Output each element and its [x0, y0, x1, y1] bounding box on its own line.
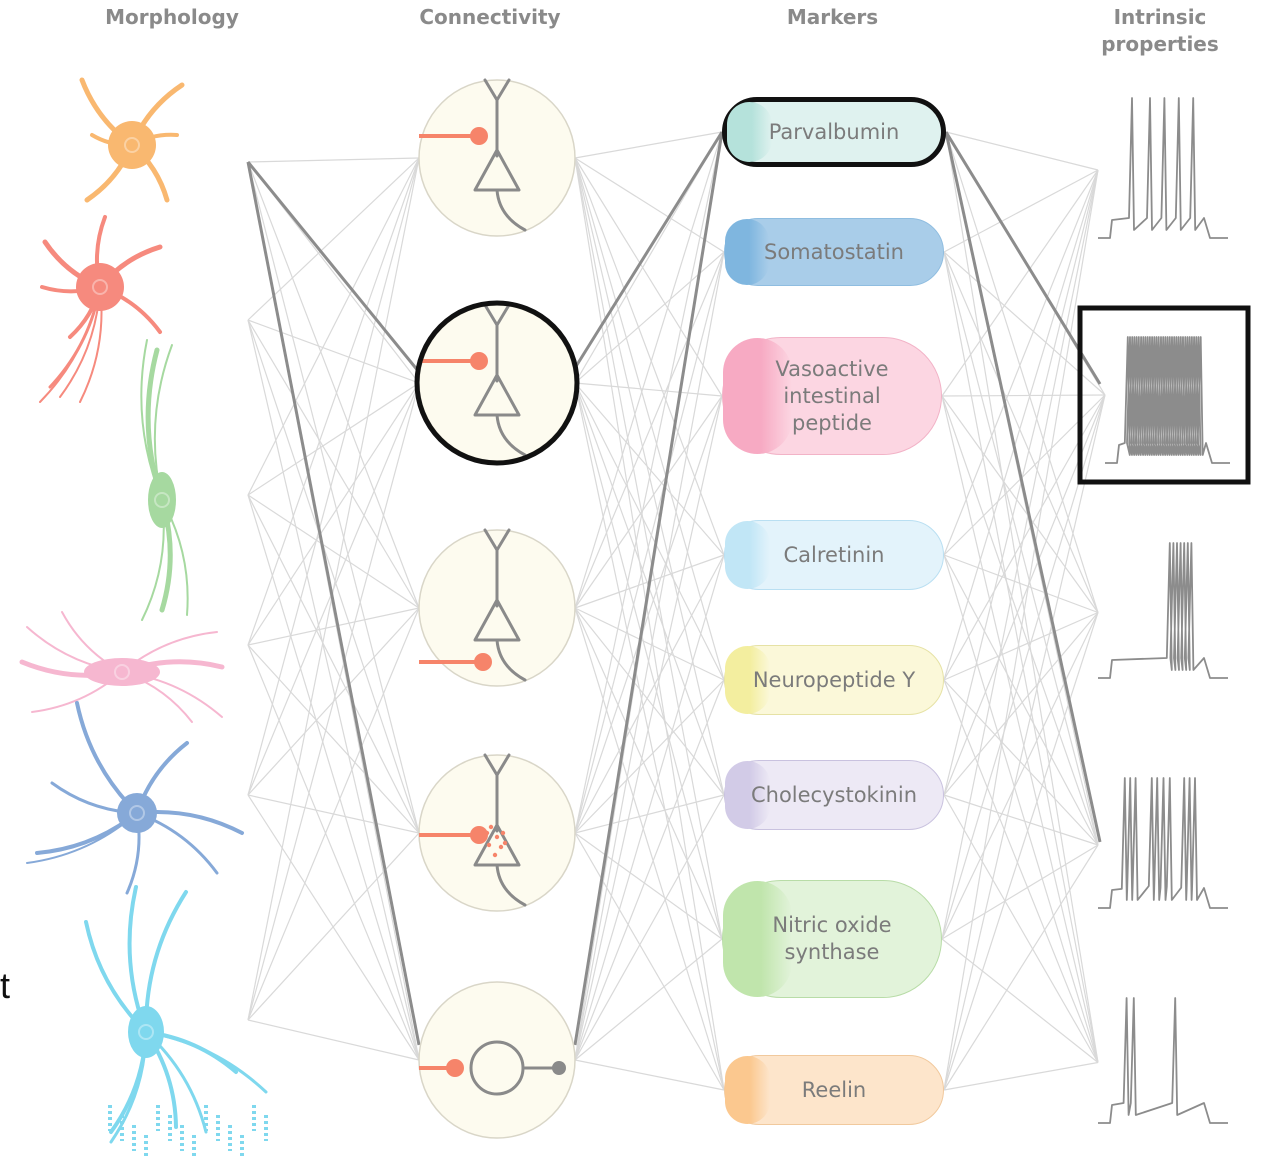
connection-line: [942, 939, 1098, 1063]
connection-line: [248, 162, 419, 608]
column-title-markers: Markers: [760, 4, 905, 31]
marker-pill: Nitric oxide synthase: [722, 880, 942, 998]
marker-pill: Somatostatin: [724, 218, 944, 286]
connectivity-column: [417, 80, 577, 1138]
marker-pill: Parvalbumin: [722, 97, 946, 167]
connection-line: [575, 396, 722, 833]
connection-line: [575, 252, 724, 833]
column-title-morphology: Morphology: [92, 4, 252, 31]
connectivity-circle: [419, 530, 575, 686]
neuron-drawing: [22, 612, 222, 722]
connectivity-circle: [419, 982, 575, 1138]
firing-trace: [1098, 98, 1228, 238]
connection-line: [575, 608, 722, 939]
connection-line: [575, 158, 724, 680]
firing-trace: [1080, 308, 1248, 482]
connection-line: [575, 939, 722, 1060]
connection-line: [575, 795, 724, 1060]
neuron-drawing: [141, 340, 187, 620]
marker-pill: Vasoactive intestinal peptide: [722, 337, 942, 455]
marker-label: Parvalbumin: [769, 119, 900, 146]
connection-line: [944, 613, 1098, 1091]
marker-label: Nitric oxide synthase: [762, 912, 902, 966]
connection-line: [575, 608, 724, 680]
marker-label: Somatostatin: [764, 239, 904, 266]
firing-trace: [1098, 998, 1228, 1123]
highlighted-line: [248, 162, 419, 372]
column-title-intrinsic: Intrinsic properties: [1095, 4, 1225, 58]
marker-label: Vasoactive intestinal peptide: [762, 356, 902, 437]
connection-line: [944, 170, 1098, 252]
connection-line: [575, 252, 724, 1060]
highlighted-line: [248, 162, 419, 1045]
connection-line: [248, 495, 419, 833]
morphology-column: [22, 80, 266, 1157]
connectivity-circle: [419, 80, 575, 236]
connectivity-circle: [419, 755, 575, 911]
column-title-connectivity: Connectivity: [405, 4, 575, 31]
marker-label: Reelin: [802, 1077, 866, 1104]
connection-line: [248, 608, 419, 1020]
connection-line: [575, 132, 722, 608]
connection-line: [248, 320, 419, 383]
marker-label: Cholecystokinin: [751, 782, 917, 809]
connection-line: [942, 396, 1098, 845]
marker-pill: Cholecystokinin: [724, 760, 944, 830]
connection-line: [946, 132, 1098, 170]
marker-pill: Calretinin: [724, 520, 944, 590]
connection-line: [944, 252, 1098, 1063]
connectivity-circle: [417, 303, 577, 463]
neuron-drawing: [86, 887, 266, 1157]
connection-line: [944, 845, 1098, 1090]
connection-line: [248, 158, 419, 162]
firing-trace: [1098, 543, 1228, 678]
connection-line: [575, 158, 724, 1090]
connection-line: [248, 645, 419, 1060]
cropped-text: t: [0, 965, 10, 1007]
marker-pill-shade: [725, 219, 769, 285]
connection-line: [248, 645, 419, 833]
connection-line: [248, 320, 419, 833]
connection-line: [248, 495, 419, 1060]
connection-line: [575, 158, 724, 555]
connection-line: [248, 320, 419, 608]
neuron-drawing: [82, 80, 182, 200]
connection-line: [248, 320, 419, 1060]
neuron-drawing: [27, 703, 242, 893]
marker-label: Neuropeptide Y: [753, 667, 915, 694]
highlighted-line: [575, 132, 722, 1045]
connection-line: [248, 158, 419, 645]
marker-pill-shade: [727, 102, 772, 162]
firing-trace: [1098, 778, 1228, 908]
connection-line: [942, 170, 1098, 939]
connection-line: [575, 132, 722, 158]
marker-pill: Neuropeptide Y: [724, 645, 944, 715]
marker-pill-shade: [725, 521, 770, 589]
connection-line: [944, 795, 1098, 1063]
connection-line: [248, 1020, 419, 1060]
connection-line: [942, 613, 1098, 940]
connection-line: [575, 1060, 724, 1090]
intrinsic-column: [1080, 98, 1248, 1123]
marker-pill-shade: [725, 1056, 770, 1124]
connection-line: [575, 680, 724, 833]
marker-pill: Reelin: [724, 1055, 944, 1125]
connection-line: [575, 555, 724, 833]
marker-label: Calretinin: [784, 542, 885, 569]
connection-line: [944, 1063, 1098, 1091]
connection-line: [575, 795, 724, 833]
